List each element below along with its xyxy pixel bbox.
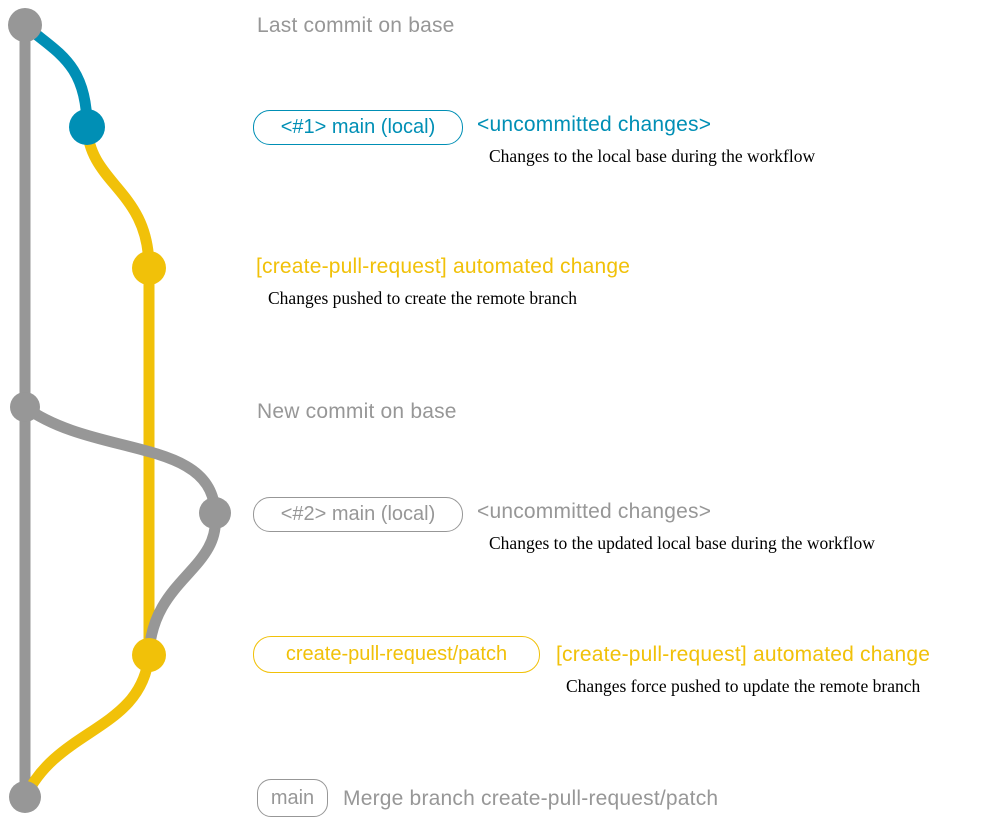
commit-description-uncommitted-2: Changes to the updated local base during… <box>489 533 875 553</box>
commit-description-automated-2: Changes force pushed to update the remot… <box>566 676 921 696</box>
commit-description-automated-1: Changes pushed to create the remote bran… <box>268 288 578 308</box>
commit-dot-new-base <box>10 392 40 422</box>
commit-dot-patch-1 <box>132 251 166 285</box>
merge-commit-label: Merge branch create-pull-request/patch <box>343 787 719 810</box>
commit-dot-merge <box>9 781 41 813</box>
commit-dot-last-base <box>8 8 42 42</box>
commit-title-uncommitted-2: <uncommitted changes> <box>477 500 712 523</box>
updated-local-branch-curve-1 <box>19 401 221 519</box>
commit-title-automated-1: [create-pull-request] automated change <box>256 255 631 278</box>
commit-dot-local-main-1 <box>69 109 105 145</box>
commit-title-automated-2: [create-pull-request] automated change <box>556 643 931 666</box>
last-commit-label: Last commit on base <box>257 14 455 37</box>
branch-badge-patch: create-pull-request/patch <box>253 636 540 673</box>
patch-branch-curve <box>81 121 155 274</box>
commit-dot-local-main-2 <box>199 497 231 529</box>
new-commit-label: New commit on base <box>257 400 457 423</box>
updated-local-branch-curve-2 <box>143 507 221 661</box>
merge-into-base-curve <box>20 649 155 802</box>
branch-badge-main-local-2: <#2> main (local) <box>253 497 463 532</box>
git-graph <box>8 8 231 813</box>
commit-description-uncommitted-1: Changes to the local base during the wor… <box>489 146 816 166</box>
commit-dot-patch-2 <box>132 638 166 672</box>
branch-badge-main-local-1: <#1> main (local) <box>253 110 463 145</box>
branch-badge-main: main <box>257 779 328 817</box>
commit-title-uncommitted-1: <uncommitted changes> <box>477 113 712 136</box>
